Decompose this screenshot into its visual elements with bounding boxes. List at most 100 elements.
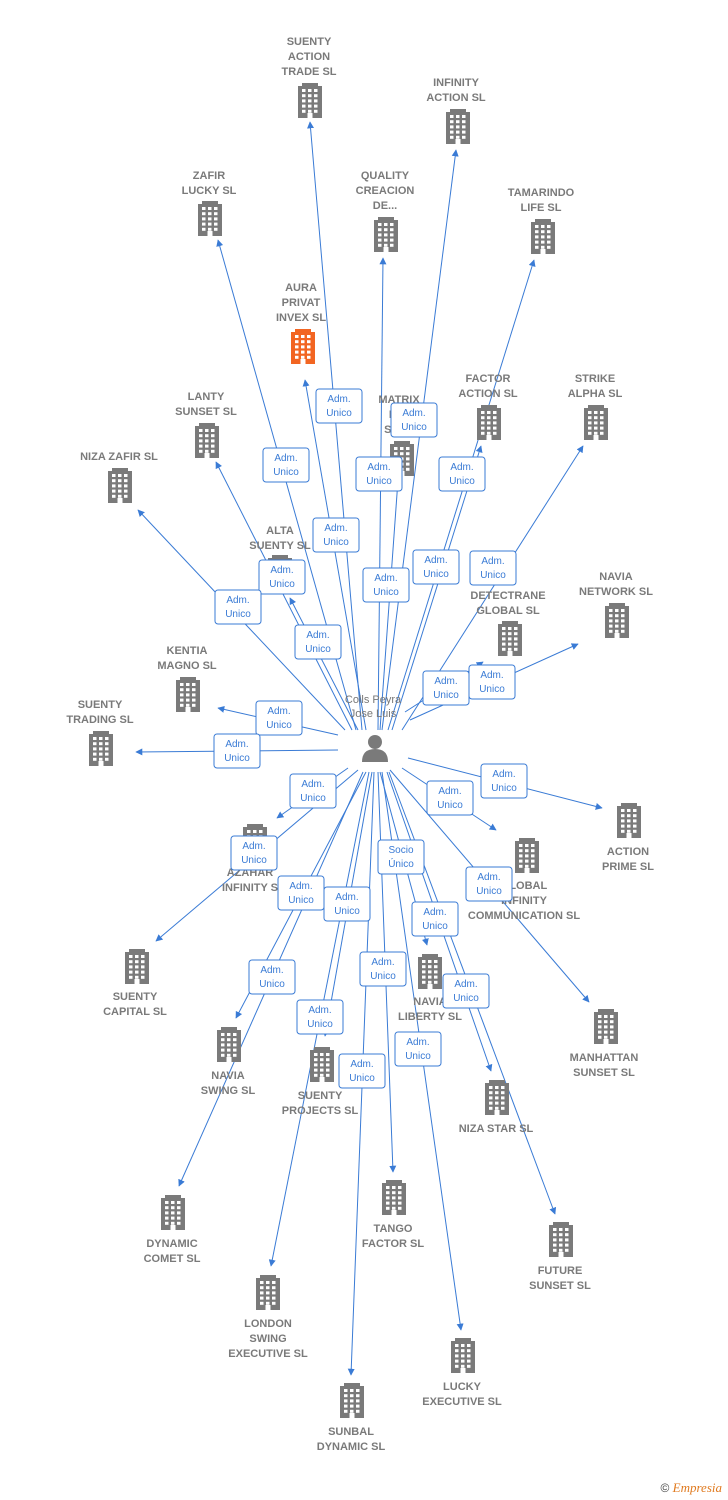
company-node-quality-creacion[interactable]: QUALITYCREACIONDE... xyxy=(356,170,415,252)
role-badge-label: Unico xyxy=(241,855,267,866)
company-label: ACTION xyxy=(288,51,330,63)
role-badge[interactable]: Adm.Unico xyxy=(362,567,410,603)
role-badge[interactable]: Adm.Unico xyxy=(258,559,306,595)
company-label: INVEX SL xyxy=(276,312,326,324)
role-badge-label: Unico xyxy=(366,476,392,487)
company-node-niza-zafir[interactable]: NIZA ZAFIR SL xyxy=(80,451,158,503)
role-badge-box xyxy=(465,866,513,902)
role-badge[interactable]: Adm. Unico xyxy=(480,763,528,799)
edge-infinity-action xyxy=(381,149,459,731)
company-label: COMMUNICATION SL xyxy=(468,910,581,922)
role-badge[interactable]: Adm.Unico xyxy=(465,866,513,902)
role-badge-label: Unico xyxy=(323,537,349,548)
role-badge[interactable]: Adm.Unico xyxy=(438,456,486,492)
role-badge-label: Adm. xyxy=(450,462,473,473)
building-icon xyxy=(515,838,539,873)
edges-layer xyxy=(135,121,603,1376)
role-badge[interactable]: Adm.Unico xyxy=(390,402,438,438)
role-badge-label: Adm. xyxy=(434,676,457,687)
company-label: TAMARINDO xyxy=(508,187,575,199)
role-badge[interactable]: Adm.Unico xyxy=(312,517,360,553)
role-badge-box xyxy=(390,402,438,438)
building-icon xyxy=(217,1027,241,1062)
building-icon xyxy=(531,219,555,254)
building-icon xyxy=(594,1009,618,1044)
role-badge-label: Adm. xyxy=(367,462,390,473)
company-label: SWING SL xyxy=(201,1085,256,1097)
building-icon xyxy=(549,1222,573,1257)
role-badge[interactable]: Adm.Unico xyxy=(294,624,342,660)
company-label: MAGNO SL xyxy=(157,660,217,672)
role-badge[interactable]: Adm.Unico xyxy=(442,973,490,1009)
company-label: INFINITY xyxy=(501,895,547,907)
company-label: NAVIA xyxy=(599,571,632,583)
role-badge[interactable]: Adm.Unico xyxy=(411,901,459,937)
role-badge[interactable]: Adm.Unico xyxy=(422,670,470,706)
role-badge[interactable]: Adm.Unico xyxy=(426,780,474,816)
copyright-icon: © xyxy=(660,1481,670,1495)
role-badge[interactable]: Adm.Unico xyxy=(277,875,325,911)
role-badge[interactable]: Adm.Unico xyxy=(296,999,344,1035)
role-badge-label: Adm. xyxy=(438,786,461,797)
company-label: PRIME SL xyxy=(602,861,654,873)
company-node-niza-star[interactable]: NIZA STAR SL xyxy=(459,1080,534,1135)
person-label: Jose Luis xyxy=(350,708,397,720)
building-icon xyxy=(605,603,629,638)
role-badge-label: Adm. xyxy=(492,769,515,780)
role-badge[interactable]: Adm.Unico xyxy=(469,550,517,586)
role-badge[interactable]: Adm.Unico xyxy=(214,589,262,625)
role-badge[interactable]: Adm.Unico xyxy=(468,664,516,700)
company-label: TRADING SL xyxy=(66,714,134,726)
role-badge[interactable]: Adm.Unico xyxy=(315,388,363,424)
role-badge[interactable]: Adm.Unico xyxy=(394,1031,442,1067)
role-badge-box xyxy=(480,763,528,799)
role-badge[interactable]: Adm.Unico xyxy=(262,447,310,483)
role-badge-label: Adm. xyxy=(406,1037,429,1048)
role-badge-box xyxy=(289,773,337,809)
role-badge[interactable]: Adm.Unico xyxy=(248,959,296,995)
role-badge[interactable]: Adm.Unico xyxy=(323,886,371,922)
role-badge[interactable]: Adm.Unico xyxy=(412,549,460,585)
role-badge-label: Unico xyxy=(491,783,517,794)
role-badge[interactable]: Adm.Unico xyxy=(255,700,303,736)
role-badge[interactable]: Adm.Unico xyxy=(213,733,261,769)
role-badge-label: Unico xyxy=(259,979,285,990)
role-badge[interactable]: Adm.Unico xyxy=(289,773,337,809)
role-badge-box xyxy=(338,1053,386,1089)
role-badge[interactable]: Adm. Unico xyxy=(355,456,403,492)
role-badge[interactable]: Adm.Unico xyxy=(230,835,278,871)
company-label: ACTION SL xyxy=(426,92,486,104)
company-label: EXECUTIVE SL xyxy=(422,1396,502,1408)
role-badge[interactable]: Adm.Unico xyxy=(338,1053,386,1089)
role-badge[interactable]: Adm.Unico xyxy=(359,951,407,987)
company-label: ALPHA SL xyxy=(568,388,623,400)
building-icon xyxy=(298,83,322,118)
